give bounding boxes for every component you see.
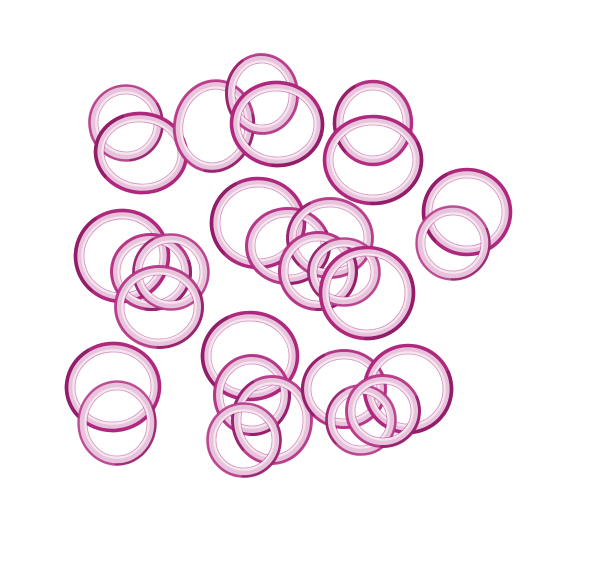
ring-flesh xyxy=(346,375,420,447)
ring-flesh xyxy=(308,238,380,306)
onion-ring xyxy=(307,237,381,307)
ring-inner-rim xyxy=(222,363,282,427)
ring-inner-rim xyxy=(74,351,152,423)
ring-inner-rim xyxy=(424,214,482,272)
ring-inner-layer xyxy=(340,87,406,159)
ring-skin-accent xyxy=(307,241,328,296)
ring-inner-rim xyxy=(342,89,404,157)
onion-ring xyxy=(77,380,157,466)
ring-inner-layer xyxy=(213,409,275,471)
onion-ring xyxy=(64,341,162,433)
onion-ring xyxy=(229,80,325,168)
ring-inner-layer xyxy=(429,175,505,249)
ring-flesh xyxy=(320,247,414,339)
ring-inner-layer xyxy=(180,86,248,166)
ring-skin-accent xyxy=(64,349,90,421)
ring-skin-accent xyxy=(363,273,416,341)
ring-flesh xyxy=(302,350,386,428)
ring-inner-layer xyxy=(352,381,414,441)
ring-skin-accent xyxy=(404,370,454,435)
ring-skin-accent xyxy=(380,395,421,448)
ring-skin-accent xyxy=(271,109,325,168)
onion-ring-group xyxy=(64,53,513,478)
onion-ring xyxy=(114,265,204,349)
ring-inner-layer xyxy=(237,88,317,160)
ring-skin-accent xyxy=(200,316,229,388)
onion-ring xyxy=(212,353,292,437)
ring-inner-rim xyxy=(287,240,349,302)
ring-flesh xyxy=(231,81,323,167)
ring-inner-layer xyxy=(101,119,181,187)
ring-skin-accent xyxy=(332,85,356,153)
ring-skin-accent xyxy=(369,141,424,206)
ring-skin-accent xyxy=(325,388,346,445)
ring-inner-rim xyxy=(182,88,246,164)
ring-inner-rim xyxy=(316,246,372,298)
ring-skin-accent xyxy=(73,217,97,292)
onion-ring xyxy=(277,230,359,312)
ring-inner-layer xyxy=(326,253,408,333)
ring-inner-rim xyxy=(239,90,315,158)
ring-flesh xyxy=(279,232,357,310)
ring-skin-accent xyxy=(128,102,164,162)
ring-skin-accent xyxy=(132,238,154,299)
ring-inner-rim xyxy=(123,274,195,340)
ring-flesh xyxy=(207,403,281,477)
ring-skin-accent xyxy=(301,353,326,417)
onion-ring xyxy=(322,114,424,206)
ring-skin-accent xyxy=(286,202,311,267)
ring-flesh xyxy=(66,342,160,432)
ring-inner-layer xyxy=(330,122,416,198)
onion-ring xyxy=(415,205,491,281)
ring-flesh xyxy=(423,169,511,255)
ring-inner-rim xyxy=(354,383,412,439)
ring-inner-layer xyxy=(72,349,154,425)
ring-inner-layer xyxy=(314,244,374,300)
ring-skin-accent xyxy=(421,173,448,243)
ring-flesh xyxy=(78,381,156,465)
onion-ring xyxy=(421,167,513,257)
ring-skin-accent xyxy=(156,289,204,349)
ring-flesh xyxy=(115,266,203,348)
ring-skin-accent xyxy=(450,227,491,281)
ring-skin-accent xyxy=(114,405,157,466)
ring-skin-accent xyxy=(209,182,237,255)
ring-flesh xyxy=(416,206,490,280)
ring-flesh xyxy=(202,312,298,400)
ring-inner-rim xyxy=(86,389,148,457)
ring-flesh xyxy=(334,81,412,165)
ring-inner-layer xyxy=(84,387,150,459)
ring-flesh xyxy=(324,116,422,204)
ring-inner-layer xyxy=(422,212,484,274)
ring-inner-layer xyxy=(121,272,197,342)
ring-inner-rim xyxy=(328,255,406,331)
onion-ring xyxy=(345,374,421,448)
ring-inner-layer xyxy=(220,361,284,429)
ring-inner-rim xyxy=(215,411,273,469)
ring-inner-layer xyxy=(285,238,351,304)
onion-ring xyxy=(332,79,414,167)
ring-inner-rim xyxy=(332,124,414,196)
ring-skin-accent xyxy=(144,259,192,312)
ring-skin-accent xyxy=(241,424,282,478)
ring-flesh xyxy=(214,355,290,435)
onion-ring xyxy=(318,245,416,341)
ring-skin-accent xyxy=(93,114,125,178)
onion-ring xyxy=(206,402,282,478)
ring-inner-rim xyxy=(103,121,179,185)
